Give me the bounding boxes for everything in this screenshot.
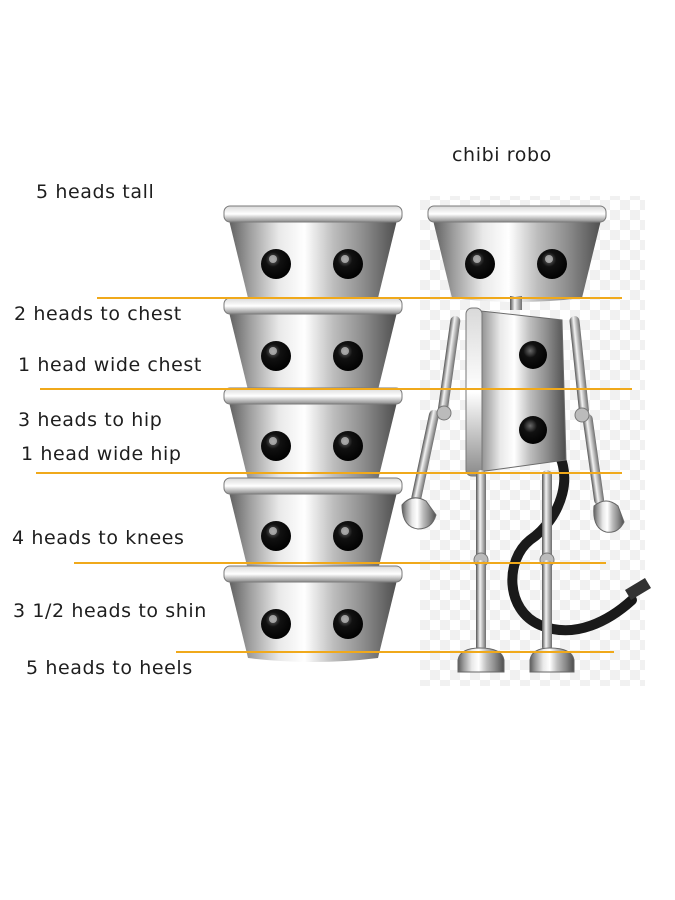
right-shin [542, 560, 552, 652]
knees-label: 4 heads to knees [12, 527, 185, 549]
chibi-robo-figure [401, 205, 651, 673]
left-upper-arm [437, 315, 461, 416]
left-hand [401, 497, 437, 530]
shin-label: 3 1/2 heads to shin [13, 600, 207, 622]
hip-width-label: 1 head wide hip [21, 443, 182, 465]
left-foot [457, 647, 505, 673]
stack-head-3 [223, 387, 403, 485]
chest-width-label: 1 head wide chest [18, 354, 202, 376]
neck [510, 296, 522, 310]
plug [625, 578, 651, 600]
chest-label: 2 heads to chest [14, 303, 182, 325]
heels-label: 5 heads to heels [26, 657, 193, 679]
right-forearm [582, 413, 605, 506]
stack-head-1 [223, 205, 403, 303]
stack-head-4 [223, 477, 403, 575]
hip-label: 3 heads to hip [18, 409, 163, 431]
torso-eye-lower [519, 416, 547, 444]
power-cord [507, 435, 637, 636]
left-shin [476, 560, 486, 652]
left-thigh [476, 470, 486, 560]
robot-head [427, 205, 607, 303]
stack-head-5 [223, 565, 403, 663]
guide-lines [36, 297, 632, 653]
torso [471, 309, 567, 473]
right-upper-arm [569, 315, 589, 416]
stack-head-2 [223, 297, 403, 395]
torso-rim [465, 307, 483, 477]
title-label: chibi robo [452, 144, 552, 166]
height-label: 5 heads tall [36, 181, 155, 203]
right-hand [593, 500, 625, 533]
left-forearm [411, 409, 439, 504]
right-thigh [542, 470, 552, 560]
head-stack [223, 205, 403, 663]
right-foot [529, 647, 575, 673]
torso-eye-upper [519, 341, 547, 369]
